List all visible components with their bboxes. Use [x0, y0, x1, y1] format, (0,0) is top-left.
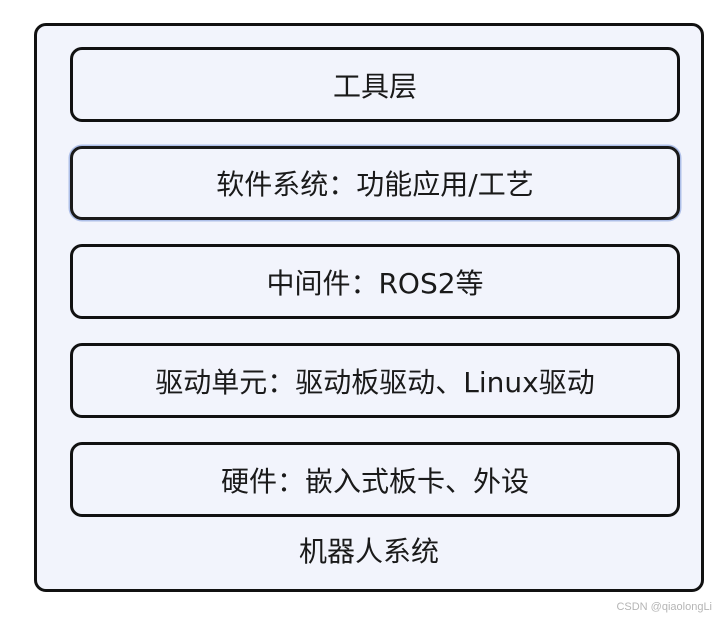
layer-driver-unit: 驱动单元：驱动板驱动、Linux驱动 [70, 343, 680, 418]
layer-driver-unit-label: 驱动单元：驱动板驱动、Linux驱动 [155, 365, 595, 399]
layer-hardware-label: 硬件：嵌入式板卡、外设 [220, 464, 529, 498]
layer-hardware: 硬件：嵌入式板卡、外设 [70, 442, 680, 517]
layer-middleware: 中间件：ROS2等 [70, 244, 680, 319]
layer-middleware-label: 中间件：ROS2等 [266, 266, 484, 300]
container-label: 机器人系统 [298, 535, 439, 568]
layer-software-system-label: 软件系统：功能应用/工艺 [216, 168, 534, 201]
layer-tools: 工具层 [70, 47, 680, 122]
layer-software-system: 软件系统：功能应用/工艺 [70, 146, 680, 220]
watermark: CSDN @qiaolongLi [616, 601, 712, 613]
layer-tools-label: 工具层 [332, 69, 417, 103]
